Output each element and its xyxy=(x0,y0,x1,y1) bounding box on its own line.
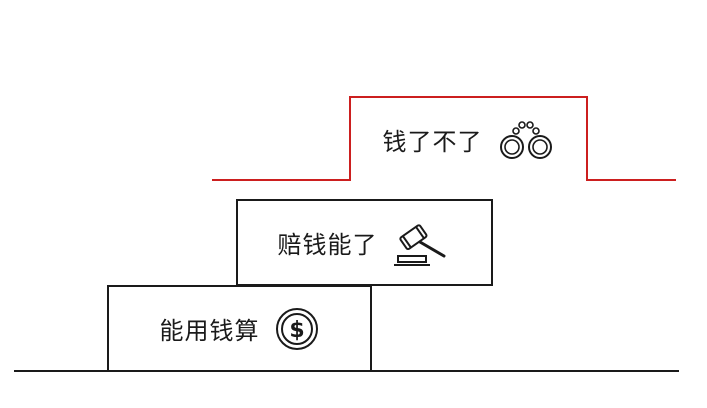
handcuffs-icon xyxy=(497,117,555,163)
gavel-icon xyxy=(392,218,452,268)
dollar-coin-icon: $ xyxy=(274,306,320,352)
step-money-cannot-settle: 钱了不了 xyxy=(349,96,588,181)
step-label: 钱了不了 xyxy=(382,128,483,156)
step-compensation-settles: 赔钱能了 xyxy=(236,199,493,286)
step-label: 赔钱能了 xyxy=(277,231,378,259)
step-label: 能用钱算 xyxy=(159,317,260,345)
svg-text:$: $ xyxy=(289,318,304,343)
step-money-countable: 能用钱算 $ xyxy=(107,285,372,372)
